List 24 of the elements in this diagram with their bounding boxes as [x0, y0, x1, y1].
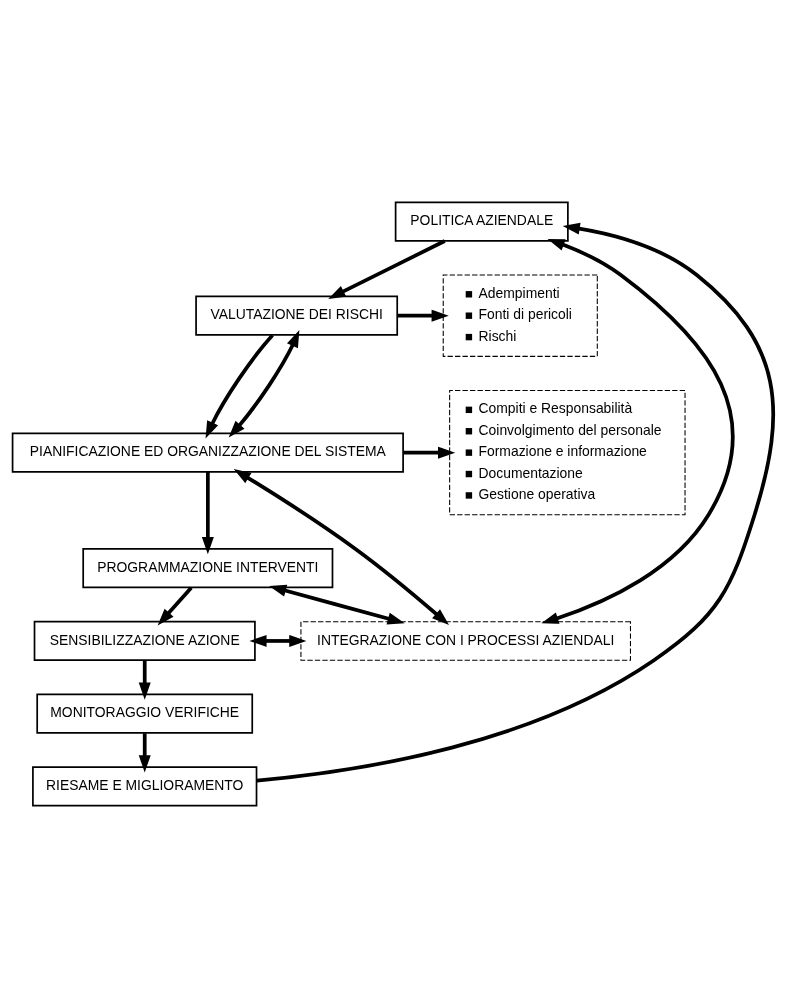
arrow [138, 732, 151, 772]
arrow [138, 660, 151, 700]
node-box: RIESAME E MIGLIORAMENTO [32, 765, 258, 807]
arrow [541, 238, 735, 624]
arrow [157, 586, 193, 625]
arrow [397, 309, 449, 322]
node-box: PIANIFICAZIONE ED ORGANIZZAZIONE DEL SISTEMA [11, 432, 404, 473]
arrow [228, 329, 300, 438]
arrow [205, 333, 274, 438]
arrow [403, 446, 456, 459]
node-box: MONITORAGGIO VERIFICHE [36, 693, 254, 734]
node-box: VALUTAZIONE DEI RISCHI [195, 295, 399, 336]
node-box: SENSIBILIZZAZIONE AZIONE [33, 620, 256, 661]
node-box: Adempimenti Fonti di pericoli Rischi [442, 274, 598, 357]
arrow [256, 222, 775, 782]
arrow [249, 634, 307, 647]
node-box: Compiti e Responsabilità Coinvolgimento del personale Formazione e informazione Documentazione Gestione operativa [449, 389, 686, 515]
arrow [201, 471, 214, 554]
arrow [233, 468, 450, 625]
node-box: INTEGRAZIONE CON I PROCESSI AZIENDALI [300, 620, 631, 661]
arrow [328, 238, 446, 299]
node-box: POLITICA AZIENDALE [394, 200, 569, 242]
arrow [269, 584, 405, 624]
node-box: PROGRAMMAZIONE INTERVENTI [82, 547, 334, 588]
